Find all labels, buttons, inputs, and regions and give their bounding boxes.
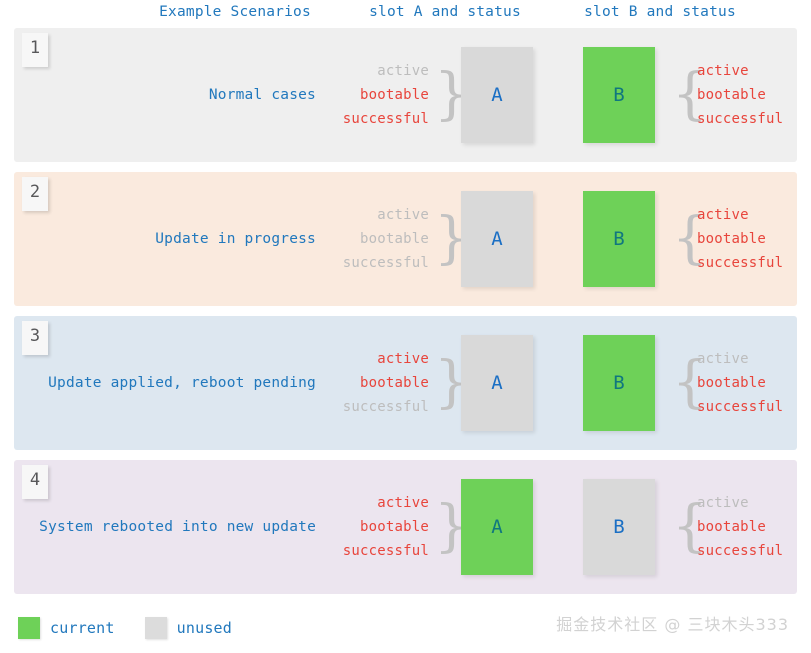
slot-a-letter: A: [491, 516, 503, 538]
brace-left-icon: {: [672, 206, 708, 271]
slot-b-status-list: active bootable successful: [697, 493, 807, 561]
slot-b-status-successful: successful: [697, 111, 784, 127]
slot-b-status-active: active: [697, 63, 749, 79]
slot-b-status-bootable: bootable: [697, 375, 767, 391]
header-example-scenarios: Example Scenarios: [159, 4, 311, 20]
slot-a-status-list: active bootable successful: [324, 493, 429, 561]
slot-b-box[interactable]: B: [583, 191, 655, 287]
slot-b-letter: B: [613, 84, 625, 106]
row-number-badge: 1: [22, 33, 48, 67]
slot-b-box[interactable]: B: [583, 479, 655, 575]
slot-b-letter: B: [613, 372, 625, 394]
slot-b-status-list: active bootable successful: [697, 61, 807, 129]
slot-b-status-active: active: [697, 495, 749, 511]
header-slot-a: slot A and status: [369, 4, 521, 20]
scenario-label: System rebooted into new update: [39, 519, 316, 535]
slot-a-status-active: active: [377, 63, 429, 79]
scenario-label: Update in progress: [155, 231, 316, 247]
legend: current unused: [18, 617, 248, 639]
slot-b-letter: B: [613, 228, 625, 250]
slot-b-status-successful: successful: [697, 543, 784, 559]
slot-a-status-bootable: bootable: [359, 231, 429, 247]
scenario-label: Normal cases: [208, 87, 316, 103]
slot-b-status-active: active: [697, 207, 749, 223]
slot-a-status-active: active: [377, 207, 429, 223]
scenario-label: Update applied, reboot pending: [48, 375, 316, 391]
column-headers: Example Scenarios slot A and status slot…: [0, 0, 811, 28]
legend-swatch-current-icon: [18, 617, 40, 639]
legend-item-current: current: [18, 617, 115, 639]
slot-b-status-successful: successful: [697, 399, 784, 415]
slot-b-status-active: active: [697, 351, 749, 367]
slot-b-status-bootable: bootable: [697, 231, 767, 247]
slot-b-status-bootable: bootable: [697, 519, 767, 535]
slot-a-box[interactable]: A: [461, 335, 533, 431]
legend-swatch-unused-icon: [144, 617, 167, 639]
slot-a-status-bootable: bootable: [359, 87, 429, 103]
slot-a-box[interactable]: A: [461, 47, 533, 143]
slot-a-status-bootable: bootable: [359, 519, 429, 535]
slot-a-letter: A: [491, 372, 503, 394]
slot-a-status-successful: successful: [342, 111, 429, 127]
slot-a-status-list: active bootable successful: [324, 61, 429, 129]
slot-b-box[interactable]: B: [583, 47, 655, 143]
legend-label-unused: unused: [176, 619, 233, 637]
slot-a-status-successful: successful: [342, 543, 429, 559]
slot-a-status-successful: successful: [342, 399, 429, 415]
row-number-badge: 4: [22, 465, 48, 499]
brace-left-icon: {: [672, 494, 708, 559]
slot-b-letter: B: [613, 516, 625, 538]
row-number-badge: 3: [22, 321, 48, 355]
slot-a-letter: A: [491, 84, 503, 106]
slot-a-status-successful: successful: [342, 255, 429, 271]
slot-a-status-active: active: [377, 351, 429, 367]
slot-a-status-bootable: bootable: [359, 375, 429, 391]
slot-a-box[interactable]: A: [461, 191, 533, 287]
row-number-badge: 2: [22, 177, 48, 211]
slot-a-letter: A: [491, 228, 503, 250]
slot-a-status-active: active: [377, 495, 429, 511]
slot-a-status-list: active bootable successful: [324, 205, 429, 273]
brace-left-icon: {: [672, 62, 708, 127]
slot-a-status-list: active bootable successful: [324, 349, 429, 417]
slot-b-status-list: active bootable successful: [697, 349, 807, 417]
slot-a-box[interactable]: A: [461, 479, 533, 575]
slot-b-status-bootable: bootable: [697, 87, 767, 103]
legend-item-unused: unused: [144, 617, 233, 639]
slot-b-box[interactable]: B: [583, 335, 655, 431]
legend-label-current: current: [50, 619, 115, 637]
watermark: 掘金技术社区 @ 三块木头333: [556, 615, 789, 634]
slot-b-status-list: active bootable successful: [697, 205, 807, 273]
slot-b-status-successful: successful: [697, 255, 784, 271]
brace-left-icon: {: [672, 350, 708, 415]
header-slot-b: slot B and status: [584, 4, 736, 20]
